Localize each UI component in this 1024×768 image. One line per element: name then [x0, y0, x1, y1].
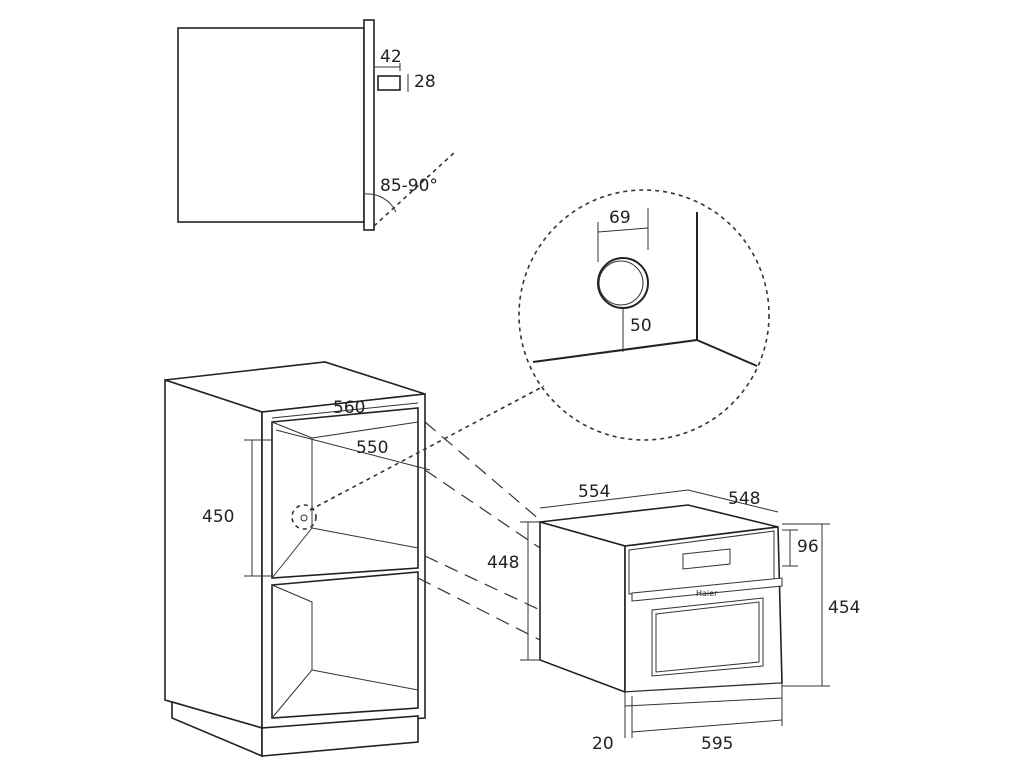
door-angle-label: 85-90°	[380, 176, 438, 196]
cabinet-front	[261, 393, 426, 729]
niche-width-line	[271, 402, 419, 419]
oven: Haier 554 548 448 96 454 20 595	[487, 482, 860, 754]
niche-depth-line	[275, 429, 431, 471]
front-height-label: 454	[828, 598, 860, 618]
socket-marker	[291, 504, 317, 530]
side-view-front-panel	[363, 19, 375, 231]
niche-depth-label: 550	[356, 438, 388, 458]
panel-height-label: 96	[797, 537, 819, 557]
oven-side	[539, 520, 626, 694]
angle-arc	[363, 193, 397, 213]
side-view-body	[177, 27, 365, 223]
display-window	[682, 548, 731, 570]
oven-depth-line	[687, 489, 779, 513]
niche-height-label: 450	[202, 507, 234, 527]
cabinet-plinth-front	[261, 715, 419, 757]
detail-circle	[518, 189, 770, 441]
oven-width-line	[539, 489, 689, 509]
side-view: 42 28 85-90°	[177, 19, 456, 231]
niche-opening	[271, 407, 419, 579]
cabinet-side	[164, 378, 263, 730]
socket-offset-label: 69	[609, 208, 631, 228]
oven-window	[651, 597, 764, 677]
handle-depth-label: 42	[380, 47, 402, 67]
socket-icon	[597, 257, 649, 309]
front-thickness-label: 20	[592, 734, 614, 754]
socket-offset-arrow	[597, 227, 649, 233]
cabinet: 560 550 450	[164, 361, 431, 758]
handle-height-label: 28	[414, 72, 436, 92]
oven-handle	[631, 577, 783, 602]
oven-depth-label: 548	[728, 489, 760, 509]
projection-lines	[417, 421, 541, 641]
front-width-label: 595	[701, 734, 733, 754]
niche-width-label: 560	[333, 398, 365, 418]
brand-logo: Haier	[696, 589, 718, 598]
socket-height-label: 50	[630, 316, 652, 336]
lower-niche	[271, 571, 419, 719]
front-width-line	[631, 719, 783, 733]
side-view-handle	[377, 75, 401, 91]
oven-width-label: 554	[578, 482, 610, 502]
socket-detail: 69 50	[309, 189, 770, 511]
door-swing-line	[373, 151, 456, 227]
oven-height-label: 448	[487, 553, 519, 573]
